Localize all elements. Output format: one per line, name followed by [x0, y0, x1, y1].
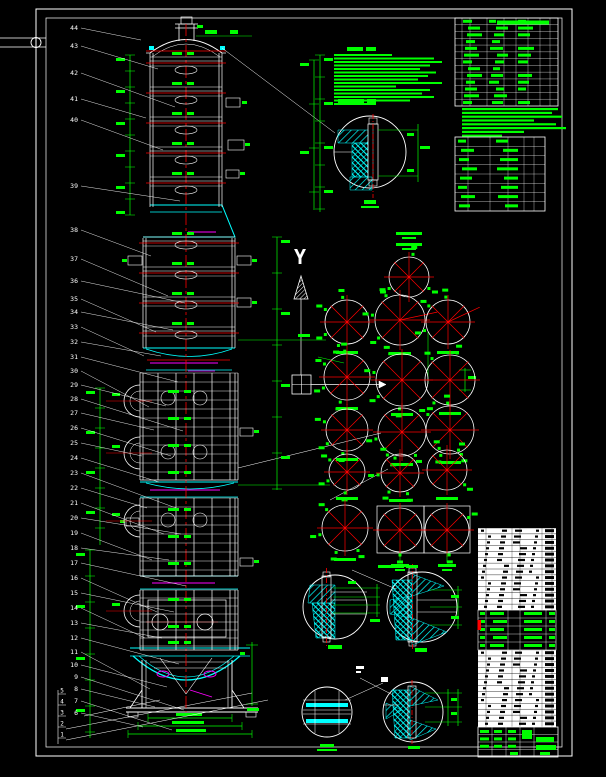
svg-text:13: 13	[70, 619, 78, 627]
svg-text:33: 33	[70, 323, 78, 331]
svg-text:20: 20	[70, 514, 78, 522]
svg-text:30: 30	[70, 367, 78, 375]
svg-text:1: 1	[60, 732, 64, 739]
svg-text:38: 38	[70, 226, 78, 234]
layer-border	[0, 8, 573, 757]
svg-text:11: 11	[70, 648, 78, 656]
svg-text:6: 6	[74, 709, 78, 717]
svg-text:42: 42	[70, 69, 78, 77]
layer-detailC2	[382, 680, 462, 749]
layer-hdims	[127, 713, 253, 738]
svg-text:40: 40	[70, 116, 78, 124]
svg-text:5: 5	[60, 688, 64, 695]
svg-text:37: 37	[70, 255, 78, 263]
layer-dome	[120, 16, 259, 567]
svg-text:31: 31	[70, 353, 78, 361]
svg-text:18: 18	[70, 544, 78, 552]
svg-text:39: 39	[70, 182, 78, 190]
layer-detailB2	[351, 564, 462, 652]
svg-text:36: 36	[70, 277, 78, 285]
svg-text:27: 27	[70, 409, 78, 417]
svg-text:34: 34	[70, 308, 78, 316]
technical-notes	[334, 47, 442, 105]
layer-detailC1	[301, 677, 388, 751]
svg-text:44: 44	[70, 24, 78, 32]
layer-leaders	[65, 47, 394, 741]
svg-text:21: 21	[70, 499, 78, 507]
svg-text:17: 17	[70, 559, 78, 567]
svg-text:35: 35	[70, 295, 78, 303]
svg-text:8: 8	[74, 685, 78, 693]
layer-symbols	[291, 274, 387, 395]
svg-text:23: 23	[70, 469, 78, 477]
parts-list-bom	[477, 527, 559, 758]
svg-text:41: 41	[70, 95, 78, 103]
parameter-table-mid	[454, 136, 546, 212]
svg-text:4: 4	[60, 699, 64, 706]
dimension-chains	[76, 54, 333, 738]
svg-text:24: 24	[70, 454, 78, 462]
layer-detailI	[333, 99, 430, 208]
svg-text:9: 9	[74, 673, 78, 681]
layer-head	[126, 599, 259, 718]
svg-text:29: 29	[70, 381, 78, 389]
notes-paragraph-right	[462, 108, 566, 137]
parameter-table-top	[454, 17, 559, 107]
svg-text:2: 2	[60, 721, 64, 728]
section-views-grid	[310, 243, 480, 571]
tower-elevation	[106, 24, 239, 712]
balloon-callouts: 4443424140393837363534333231302928272625…	[57, 24, 187, 744]
orientation-y-symbol: Y	[294, 245, 306, 269]
svg-text:43: 43	[70, 42, 78, 50]
svg-text:22: 22	[70, 484, 78, 492]
svg-text:12: 12	[70, 634, 78, 642]
layer-detailB1	[302, 568, 380, 649]
svg-text:25: 25	[70, 439, 78, 447]
svg-text:19: 19	[70, 529, 78, 537]
svg-text:28: 28	[70, 395, 78, 403]
svg-text:16: 16	[70, 574, 78, 582]
svg-text:10: 10	[70, 661, 78, 669]
svg-text:26: 26	[70, 424, 78, 432]
svg-text:3: 3	[60, 710, 64, 717]
svg-text:32: 32	[70, 338, 78, 346]
svg-text:15: 15	[70, 589, 78, 597]
svg-text:7: 7	[74, 697, 78, 705]
svg-text:14: 14	[70, 604, 78, 612]
